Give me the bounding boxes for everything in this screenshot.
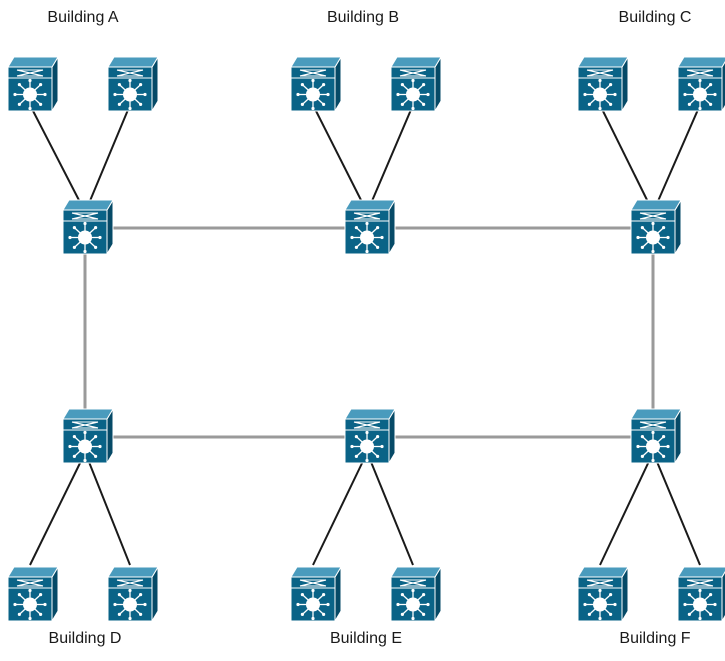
core-switch-c-icon bbox=[630, 198, 682, 256]
switches-layer bbox=[7, 55, 725, 623]
access-link-c-2 bbox=[654, 104, 701, 209]
links-layer bbox=[29, 104, 701, 566]
access-switch-a-1-icon bbox=[7, 55, 59, 113]
access-link-d-1 bbox=[29, 456, 84, 566]
access-link-e-1 bbox=[312, 456, 366, 566]
building-e-label: Building E bbox=[329, 630, 403, 647]
access-link-d-2 bbox=[86, 456, 131, 566]
access-switch-b-2-icon bbox=[390, 55, 442, 113]
core-switch-f-icon bbox=[630, 407, 682, 465]
core-switch-e-icon bbox=[344, 407, 396, 465]
building-d-label: Building D bbox=[48, 630, 122, 647]
building-b-label: Building B bbox=[326, 9, 400, 26]
building-c-label: Building C bbox=[618, 9, 692, 26]
core-switch-d-icon bbox=[62, 407, 114, 465]
building-f-label: Building F bbox=[619, 630, 691, 647]
access-switch-c-2-icon bbox=[677, 56, 725, 113]
access-link-a-1 bbox=[29, 104, 84, 209]
access-link-f-1 bbox=[599, 456, 652, 566]
access-link-f-2 bbox=[654, 456, 701, 566]
access-switch-d-2-icon bbox=[107, 565, 159, 623]
access-link-c-1 bbox=[599, 104, 652, 209]
access-link-b-2 bbox=[368, 104, 414, 209]
access-switch-e-2-icon bbox=[390, 565, 442, 623]
access-link-b-1 bbox=[312, 104, 366, 209]
access-switch-f-2-icon bbox=[677, 566, 725, 623]
access-switch-a-2-icon bbox=[107, 55, 159, 113]
access-switch-b-1-icon bbox=[290, 55, 342, 113]
access-switch-e-1-icon bbox=[290, 565, 342, 623]
core-switch-a-icon bbox=[62, 198, 114, 256]
access-switch-f-1-icon bbox=[577, 565, 629, 623]
access-switch-c-1-icon bbox=[577, 55, 629, 113]
building-a-label: Building A bbox=[47, 9, 119, 26]
access-link-a-2 bbox=[86, 104, 131, 209]
core-switch-b-icon bbox=[344, 198, 396, 256]
access-switch-d-1-icon bbox=[7, 565, 59, 623]
access-link-e-2 bbox=[368, 456, 414, 566]
